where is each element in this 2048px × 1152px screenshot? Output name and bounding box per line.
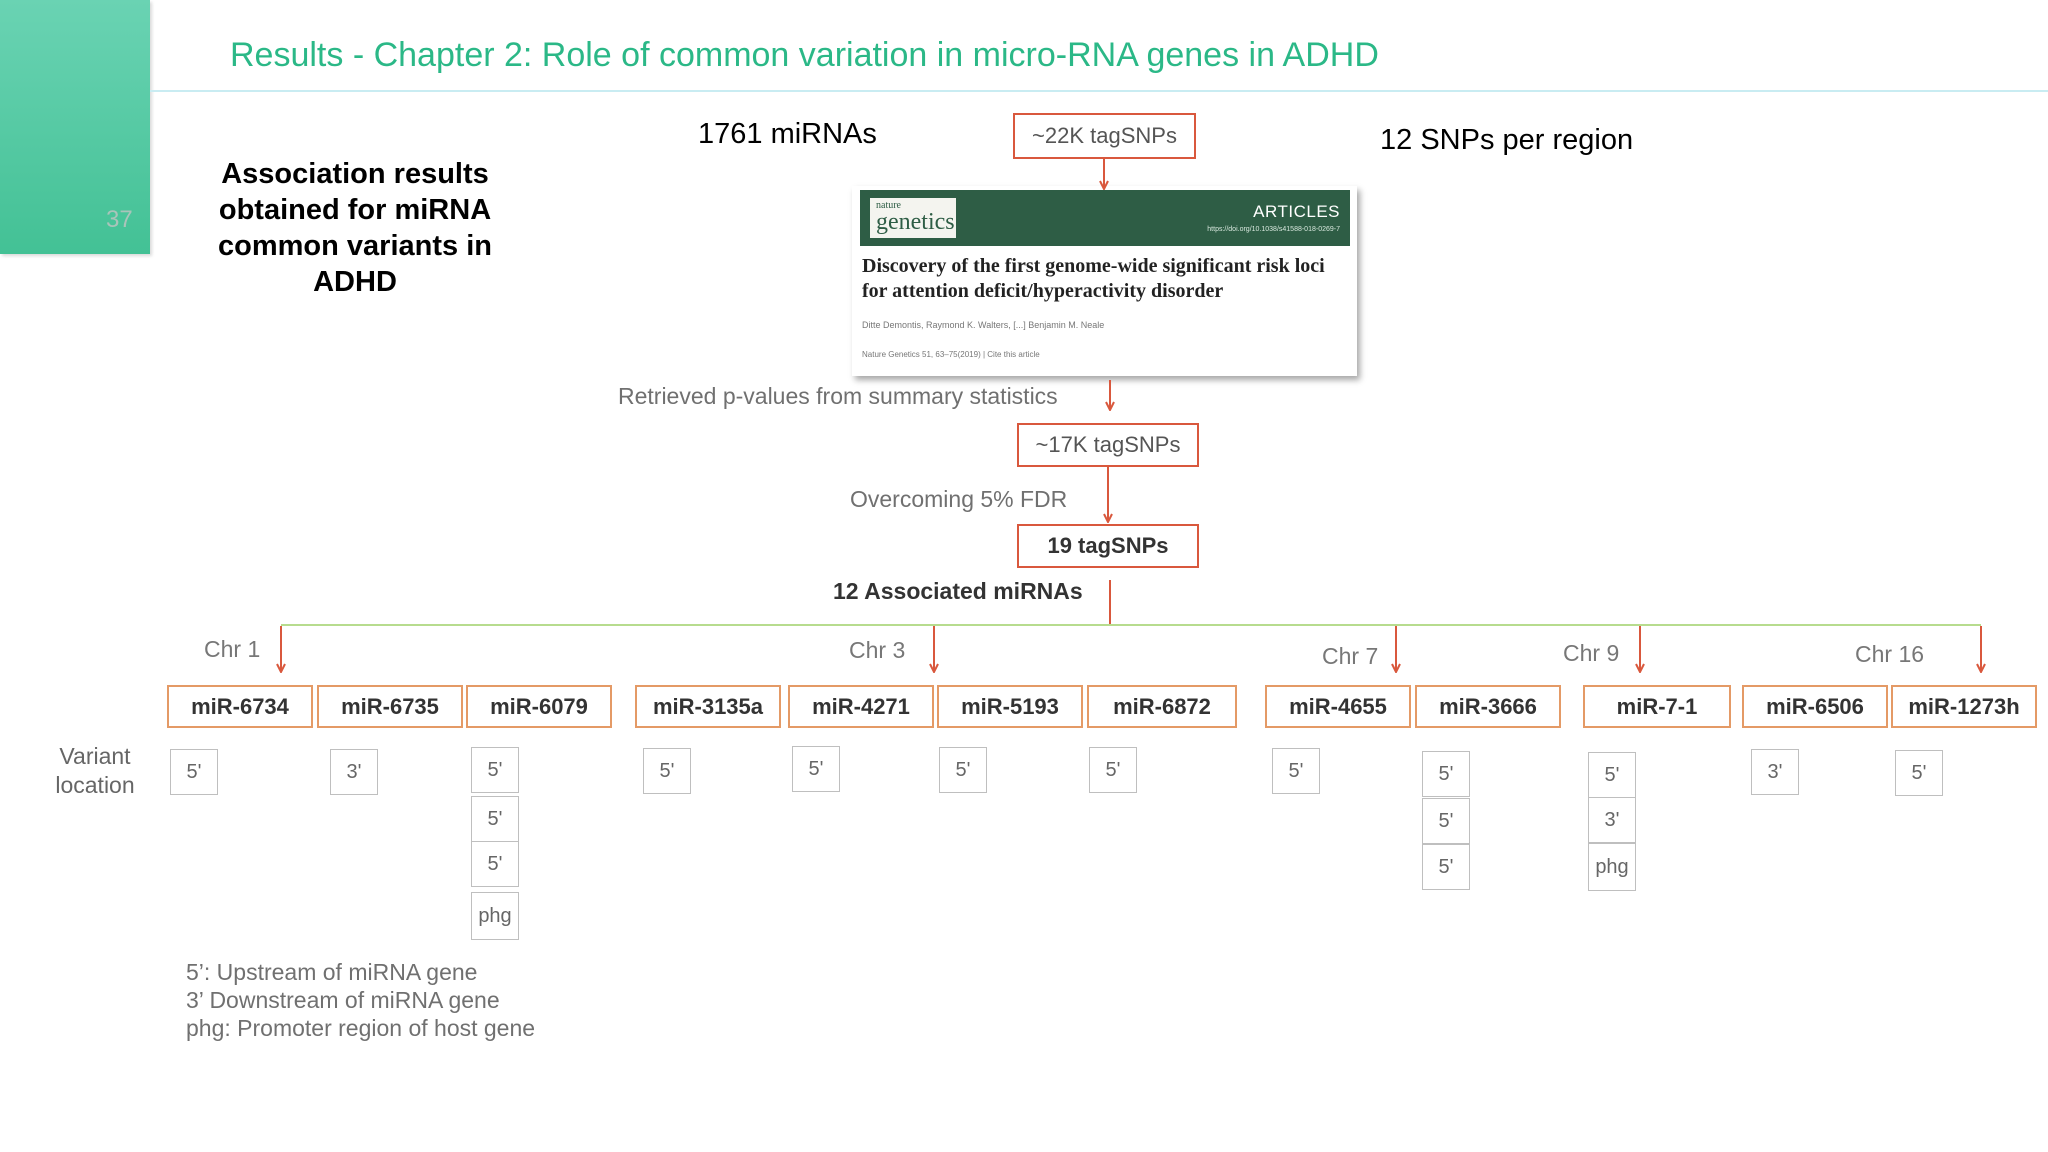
step-box-17k-tagsnps: ~17K tagSNPs — [1017, 423, 1199, 467]
journal-logo: nature genetics — [870, 198, 956, 238]
mirna-box: miR-4655 — [1265, 685, 1411, 728]
variant-location-box: 3' — [1751, 749, 1799, 795]
mirna-box: miR-5193 — [937, 685, 1083, 728]
variant-location-box: 5' — [170, 749, 218, 795]
variant-location-box: phg — [471, 892, 519, 940]
paper-title: Discovery of the first genome-wide signi… — [862, 255, 1325, 302]
associated-mirnas-label: 12 Associated miRNAs — [833, 578, 1083, 604]
legend-item-phg: phg: Promoter region of host gene — [186, 1015, 536, 1041]
variant-location-label: Variant location — [55, 743, 135, 798]
variant-location-box: 5' — [1895, 750, 1943, 796]
variant-location-box: 5' — [643, 748, 691, 794]
mirna-box: miR-6872 — [1087, 685, 1237, 728]
mirnas-count: 1761 miRNAs — [698, 118, 877, 150]
variant-location-box: 5' — [1089, 747, 1137, 793]
chr-label-3: Chr 3 — [849, 637, 906, 663]
mirna-box: miR-4271 — [788, 685, 934, 728]
chr-label-9: Chr 9 — [1563, 640, 1620, 666]
mirna-box: miR-6735 — [317, 685, 463, 728]
journal-logo-big: genetics — [876, 209, 955, 235]
variant-location-box: 5' — [1422, 751, 1470, 797]
variant-location-box: 5' — [1272, 748, 1320, 794]
slide-number: 37 — [106, 206, 133, 233]
side-heading: Association results obtained for miRNA c… — [218, 158, 492, 298]
step-label-fdr: Overcoming 5% FDR — [850, 486, 1068, 512]
chr-label-1: Chr 1 — [204, 636, 261, 662]
chr-label-7: Chr 7 — [1322, 643, 1379, 669]
mirna-box: miR-3666 — [1415, 685, 1561, 728]
step-box-19-tagsnps: 19 tagSNPs — [1017, 524, 1199, 568]
corner-accent-block — [0, 0, 150, 254]
paper-citation: Nature Genetics 51, 63–75(2019) | Cite t… — [862, 350, 1040, 359]
journal-logo-small: nature — [876, 200, 901, 211]
variant-location-box: 5' — [792, 746, 840, 792]
mirna-box: miR-7-1 — [1583, 685, 1731, 728]
legend: 5’: Upstream of miRNA gene 3’ Downstream… — [186, 958, 535, 1042]
variant-location-box: 5' — [471, 796, 519, 842]
paper-section: ARTICLES — [1253, 202, 1340, 221]
paper-thumbnail: nature genetics ARTICLES https://doi.org… — [852, 186, 1357, 376]
chr-label-16: Chr 16 — [1855, 641, 1925, 667]
title-divider — [150, 90, 2048, 92]
mirna-box: miR-6079 — [466, 685, 612, 728]
paper-authors: Ditte Demontis, Raymond K. Walters, [...… — [862, 320, 1105, 330]
legend-item-3prime: 3’ Downstream of miRNA gene — [186, 987, 500, 1013]
mirna-box: miR-3135a — [635, 685, 781, 728]
mirna-box: miR-1273h — [1891, 685, 2037, 728]
variant-location-box: 5' — [471, 747, 519, 793]
variant-location-box: phg — [1588, 843, 1636, 891]
paper-url: https://doi.org/10.1038/s41588-018-0269-… — [1207, 226, 1340, 233]
variant-location-box: 5' — [939, 747, 987, 793]
variant-location-box: 3' — [1588, 797, 1636, 843]
variant-location-box: 5' — [1588, 752, 1636, 798]
mirna-box: miR-6506 — [1742, 685, 1888, 728]
paper-banner: nature genetics ARTICLES https://doi.org… — [860, 190, 1350, 246]
legend-item-5prime: 5’: Upstream of miRNA gene — [186, 959, 478, 985]
snps-per-region: 12 SNPs per region — [1380, 124, 1634, 156]
mirna-box: miR-6734 — [167, 685, 313, 728]
step-label-retrieved: Retrieved p-values from summary statisti… — [618, 383, 1058, 409]
variant-location-box: 3' — [330, 749, 378, 795]
slide-title: Results - Chapter 2: Role of common vari… — [230, 36, 1379, 74]
variant-location-box: 5' — [471, 841, 519, 887]
step-box-22k-tagsnps: ~22K tagSNPs — [1013, 113, 1196, 159]
variant-location-box: 5' — [1422, 844, 1470, 890]
variant-location-box: 5' — [1422, 798, 1470, 844]
